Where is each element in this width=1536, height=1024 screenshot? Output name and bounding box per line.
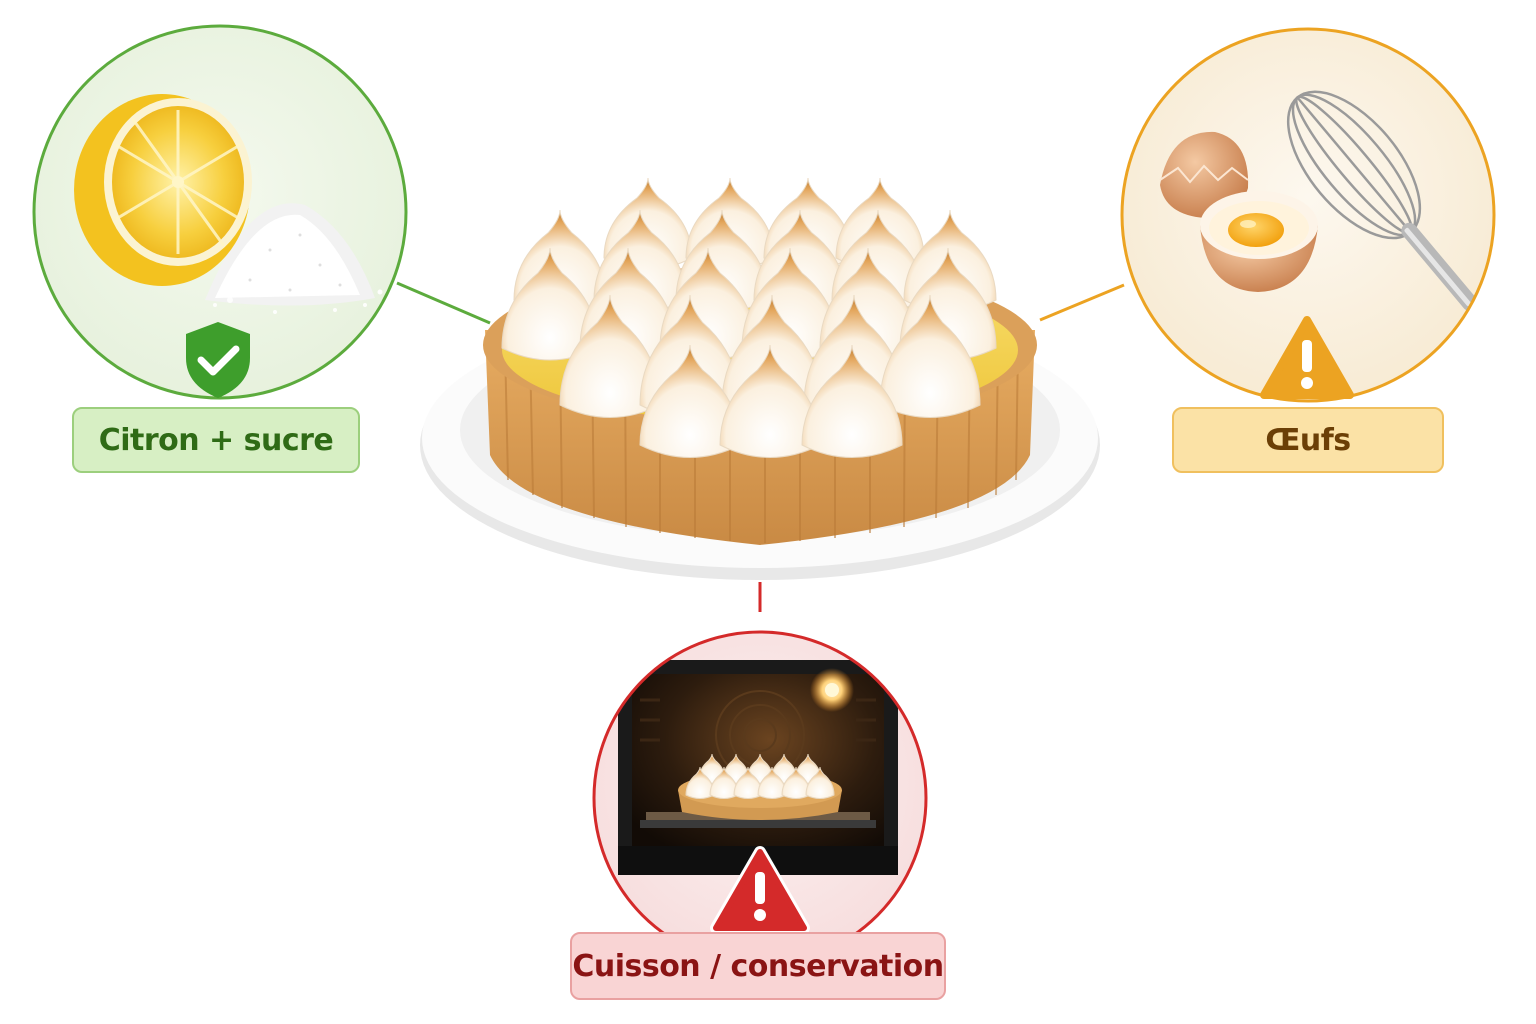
node-lemon-sugar [32, 24, 408, 400]
egg-yolk-icon [1228, 213, 1284, 247]
label-lemon-sugar: Citron + sucre [72, 407, 360, 473]
warning-triangle-icon [1260, 316, 1354, 399]
lemon-meringue-tart [420, 177, 1100, 580]
label-baking-storage: Cuisson / conservation [570, 932, 946, 1000]
shield-check-icon [186, 322, 250, 398]
node-baking-storage [592, 630, 928, 966]
meringue-peaks [501, 177, 997, 458]
warning-triangle-icon [710, 846, 810, 934]
egg-shell-icon [1160, 131, 1249, 218]
node-eggs [1120, 27, 1496, 403]
label-eggs: Œufs [1172, 407, 1444, 473]
oven-icon [618, 660, 898, 875]
connector-eggs [1039, 283, 1125, 322]
whisk-icon [1286, 90, 1478, 311]
connector-lemon [396, 281, 491, 325]
